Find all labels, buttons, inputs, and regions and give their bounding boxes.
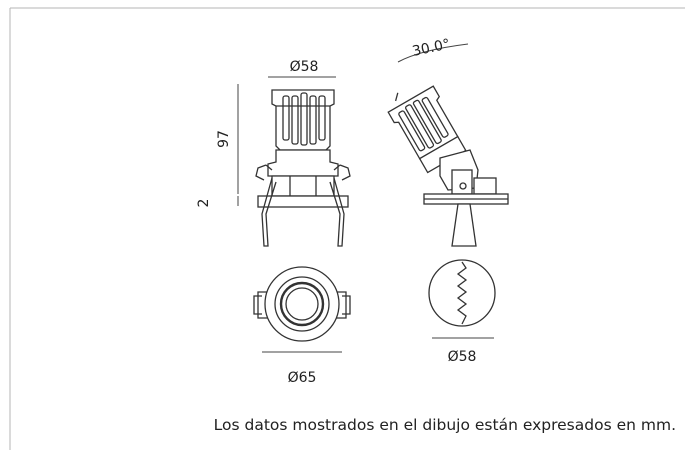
side-driver-box (473, 177, 497, 195)
height-label: 97 (216, 130, 232, 148)
bottom-bezel (274, 276, 330, 332)
lamp-housing (271, 175, 335, 197)
bottom-tab-left (257, 291, 268, 319)
tilt-angle-arc (397, 43, 469, 63)
bottom-lens (285, 287, 319, 321)
bottom-tab-right (336, 291, 347, 319)
heatsink-fins (282, 92, 326, 146)
units-note: Los datos mostrados en el dibujo están e… (214, 416, 676, 434)
cutout-circle (428, 259, 496, 327)
front-spring-left (261, 177, 277, 247)
side-bracket (451, 169, 473, 195)
side-cone (451, 203, 477, 247)
lamp-neck (267, 149, 339, 177)
cutout-break-line (456, 261, 468, 325)
front-view: Ø58 97 2 (196, 59, 351, 247)
front-clip-left-top (255, 164, 273, 181)
front-flange (257, 195, 349, 208)
front-clip-right-top (333, 164, 351, 181)
cutout-view: Ø58 (428, 259, 496, 365)
bottom-lens-ring (279, 281, 325, 327)
top-width-label: Ø58 (290, 59, 319, 75)
bottom-outer-ring (264, 266, 340, 342)
side-pivot-screw (459, 182, 467, 190)
bottom-view: Ø65 (253, 266, 351, 386)
cutout-diameter-label: Ø58 (448, 349, 477, 365)
front-spring-right (329, 177, 345, 247)
tilted-head (387, 85, 467, 174)
tilt-angle-label: 30.0° (411, 36, 452, 60)
flange-label: 2 (196, 199, 212, 208)
side-view: 30.0° (387, 36, 509, 247)
outer-diameter-label: Ø65 (288, 370, 317, 386)
